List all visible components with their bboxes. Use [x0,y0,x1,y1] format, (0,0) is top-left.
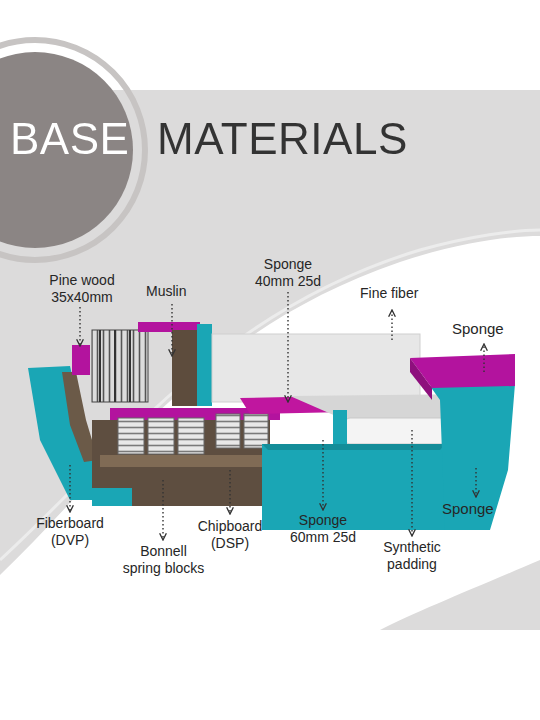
background-curve [0,230,540,560]
base-edge [262,444,445,450]
base-sponge [92,488,132,506]
background-swoosh [0,236,540,630]
part-label: Sponge 40mm 25d [248,256,328,290]
part-label: Fiberboard (DVP) [26,515,114,549]
part-label: Sponge [442,500,522,518]
armrest-sponge [72,345,90,375]
seat-spring-block [244,414,268,448]
leader-line [171,304,172,356]
part-label: Fine fiber [360,285,450,302]
page-title: BASE MATERIALS [10,117,408,161]
part-label: Synthetic padding [372,539,452,573]
part-label: Pine wood 35x40mm [44,272,120,306]
seat-side-sponge [333,410,347,444]
left-armrest [28,366,100,500]
seat-spring-block [216,414,240,448]
fine-fiber-panel [212,334,420,402]
leader-line [411,430,412,536]
part-label: Muslin [146,283,206,300]
armrest-side [410,358,432,400]
muslin-layer [172,330,198,406]
base-front [262,444,445,530]
leader-line [483,344,484,372]
seat-spring-block [118,418,144,454]
leader-line [391,310,392,340]
leader-line [69,465,70,512]
part-label: Sponge 60mm 25d [287,512,359,546]
leader-line [79,307,80,346]
back-sponge [197,324,212,406]
leader-lines [70,292,484,540]
leader-line [287,292,288,402]
back-spring-block [92,330,148,402]
part-label: Bonnell spring blocks [121,543,206,577]
part-label: Chipboard (DSP) [191,518,269,552]
part-label: Sponge [452,320,532,338]
leader-line [475,468,476,497]
seat-spring-block [178,418,204,454]
spring-coil [100,330,130,402]
fiberboard-panel [100,455,265,467]
seat-spring-block [148,418,174,454]
leader-line [322,440,323,510]
leader-line [162,480,163,540]
leader-line [229,470,230,514]
